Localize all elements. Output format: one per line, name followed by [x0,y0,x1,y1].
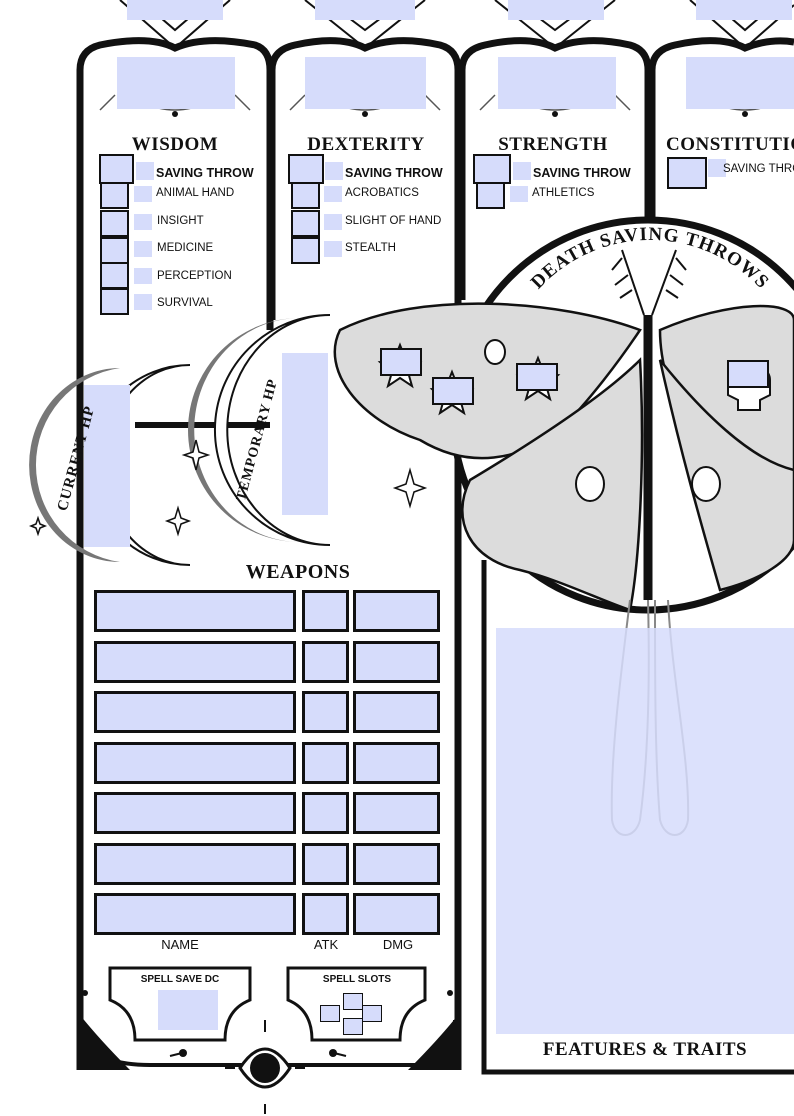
death-save-failure-1[interactable] [727,360,769,388]
constitution-saving-throw-box[interactable] [667,157,707,189]
svg-text:DEATH SAVING THROWS: DEATH SAVING THROWS [527,225,773,293]
skill-label-acrobatics: ACROBATICS [345,187,419,199]
skill-mod-stealth[interactable] [324,241,342,257]
wisdom-modifier-field[interactable] [127,0,223,20]
skill-box-athletics[interactable] [476,182,505,209]
spell-save-dc-label: SPELL SAVE DC [140,974,220,985]
ability-heading-constitution: CONSTITUTION [666,134,794,155]
skill-mod-perception[interactable] [134,268,152,284]
skill-label-str-saving-throw: SAVING THROW [533,166,631,180]
death-saves-title: DEATH SAVING THROWS [527,225,773,293]
weapon-dmg-field[interactable] [353,640,440,683]
weapons-col-atk: ATK [313,937,339,952]
skill-label-survival: SURVIVAL [157,297,213,309]
skill-box-insight[interactable] [100,210,129,237]
skill-box-slight-of-hand[interactable] [291,210,320,237]
skill-box-stealth[interactable] [291,237,320,264]
spell-slot-2[interactable] [320,1005,340,1022]
skill-box-animal-hand[interactable] [100,182,129,209]
skill-label-athletics: ATHLETICS [532,187,595,199]
luna-moth [333,302,794,612]
weapons-title: WEAPONS [245,561,351,583]
skill-label-stealth: STEALTH [345,242,396,254]
weapon-atk-field[interactable] [302,741,349,784]
weapon-dmg-field[interactable] [353,741,440,784]
ability-heading-strength: STRENGTH [498,134,608,155]
weapon-dmg-field[interactable] [353,590,440,632]
weapon-name-field[interactable] [94,640,296,683]
spell-slot-1[interactable] [343,993,363,1010]
weapons-col-name: NAME [161,937,199,952]
death-save-success-1[interactable] [380,348,422,376]
skill-mod-survival[interactable] [134,294,152,310]
skill-mod-slight-of-hand[interactable] [324,214,342,230]
ability-heading-dexterity: DEXTERITY [307,134,425,155]
weapon-atk-field[interactable] [302,792,349,834]
weapon-dmg-field[interactable] [353,691,440,733]
weapon-name-field[interactable] [94,842,296,885]
features-traits-title: FEATURES & TRAITS [542,1039,748,1060]
strength-saving-throw-mod[interactable] [513,162,531,180]
weapon-name-field[interactable] [94,590,296,632]
skill-mod-insight[interactable] [134,214,152,230]
death-save-success-2[interactable] [432,377,474,405]
skill-box-perception[interactable] [100,262,129,289]
skill-mod-medicine[interactable] [134,241,152,257]
weapon-dmg-field[interactable] [353,842,440,885]
wisdom-saving-throw-mod[interactable] [136,162,154,180]
spell-slot-3[interactable] [362,1005,382,1022]
skill-label-saving-throw: SAVING THROW [156,166,254,180]
dexterity-saving-throw-box[interactable] [288,154,324,184]
death-save-success-3[interactable] [516,363,558,391]
weapon-name-field[interactable] [94,792,296,834]
skill-label-slight-of-hand: SLIGHT OF HAND [345,215,442,227]
wisdom-score-field[interactable] [117,57,235,109]
temporary-hp-field[interactable] [282,353,328,515]
weapon-atk-field[interactable] [302,640,349,683]
skill-mod-animal-hand[interactable] [134,186,152,202]
weapon-atk-field[interactable] [302,691,349,733]
constitution-score-field[interactable] [686,57,794,109]
skill-box-acrobatics[interactable] [291,182,320,209]
wisdom-saving-throw-box[interactable] [99,154,134,184]
skill-label-con-saving-throw: SAVING THROW [723,163,794,175]
dexterity-score-field[interactable] [305,57,426,109]
strength-modifier-field[interactable] [508,0,604,20]
spell-save-dc-field[interactable] [158,990,218,1030]
skill-label-perception: PERCEPTION [157,270,232,282]
skill-box-survival[interactable] [100,288,129,315]
skill-label-animal-hand: ANIMAL HAND [156,187,235,199]
weapon-name-field[interactable] [94,893,296,935]
ability-heading-wisdom: WISDOM [131,134,219,155]
spell-slot-4[interactable] [343,1018,363,1035]
skill-mod-athletics[interactable] [510,186,528,202]
skill-mod-acrobatics[interactable] [324,186,342,202]
skill-box-medicine[interactable] [100,237,129,264]
strength-score-field[interactable] [498,57,616,109]
constitution-saving-throw-mod[interactable] [708,159,726,177]
constitution-modifier-field[interactable] [696,0,792,20]
skill-label-medicine: MEDICINE [157,242,214,254]
weapon-atk-field[interactable] [302,842,349,885]
weapon-name-field[interactable] [94,741,296,784]
skill-label-insight: INSIGHT [157,215,204,227]
dexterity-saving-throw-mod[interactable] [325,162,343,180]
weapon-dmg-field[interactable] [353,792,440,834]
weapon-atk-field[interactable] [302,590,349,632]
features-traits-field[interactable] [496,628,794,1034]
skill-label-dex-saving-throw: SAVING THROW [345,166,443,180]
dexterity-modifier-field[interactable] [315,0,415,20]
strength-saving-throw-box[interactable] [473,154,511,184]
weapon-atk-field[interactable] [302,893,349,935]
weapon-dmg-field[interactable] [353,893,440,935]
current-hp-field[interactable] [84,385,130,547]
weapon-name-field[interactable] [94,691,296,733]
weapons-col-dmg: DMG [382,937,414,952]
spell-slots-label: SPELL SLOTS [322,974,392,985]
